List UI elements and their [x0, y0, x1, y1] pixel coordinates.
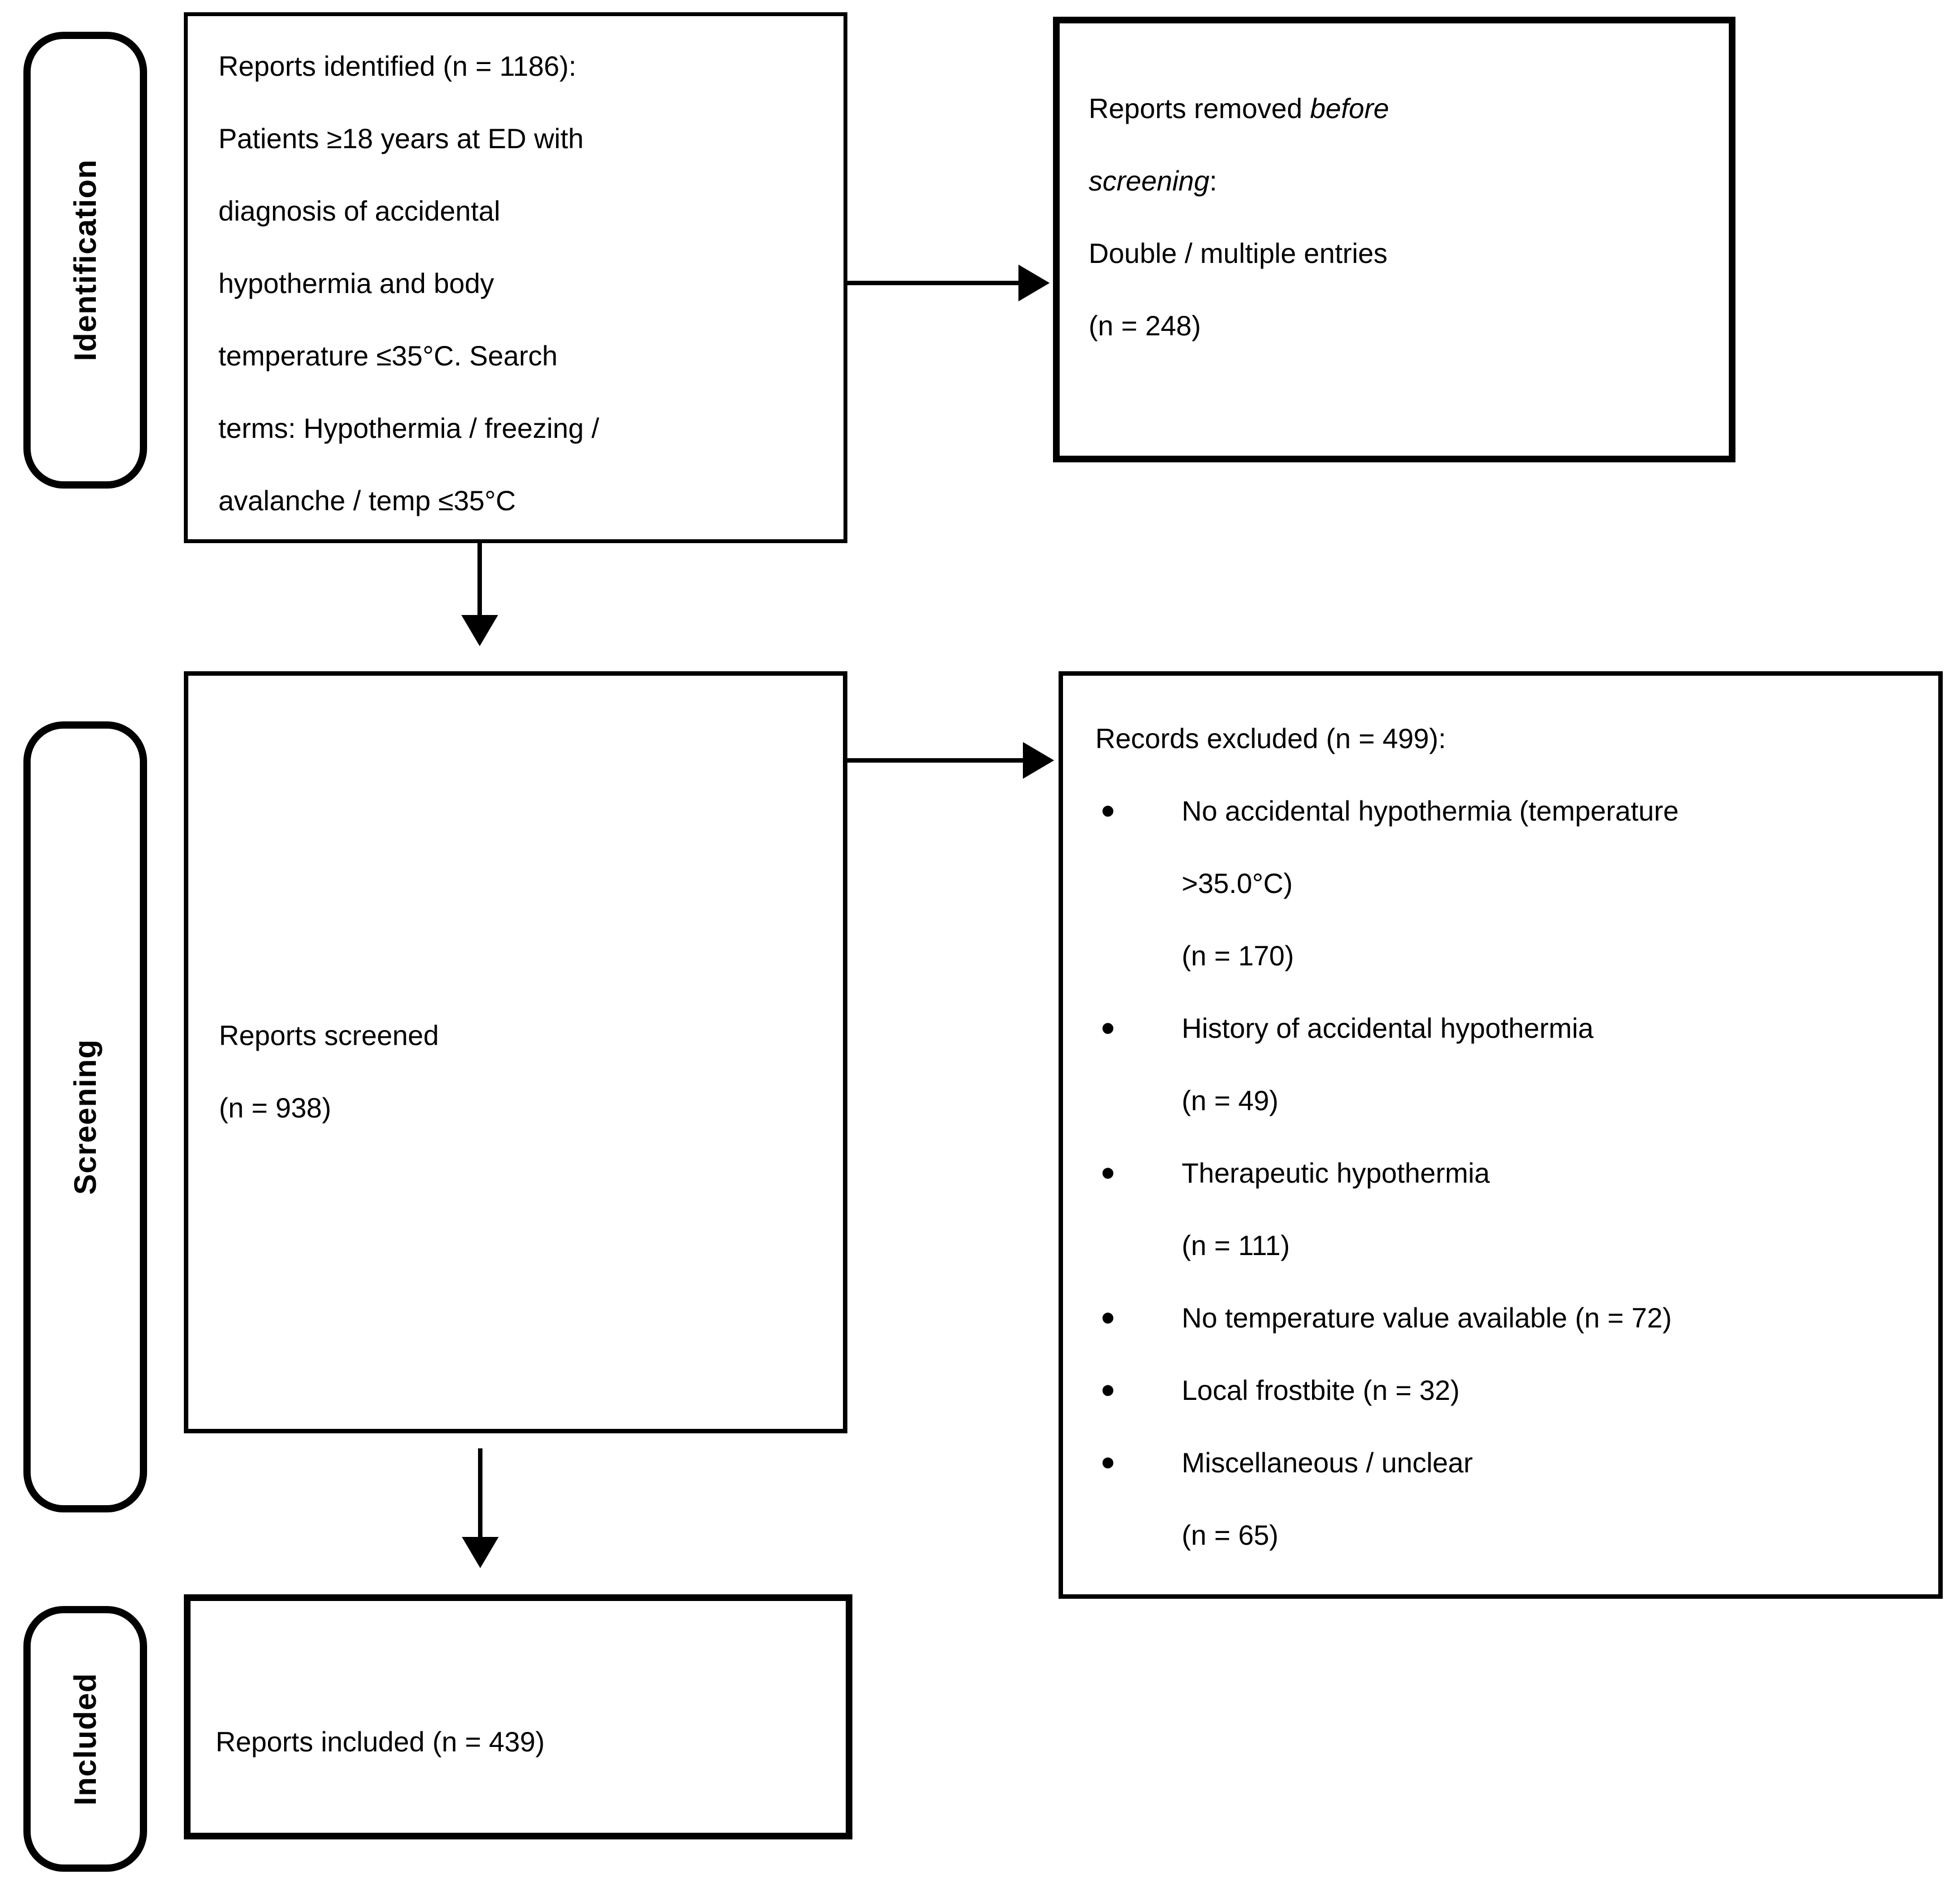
stage-label-identification: Identification [23, 32, 147, 489]
identified-line-3: diagnosis of accidental [218, 196, 500, 227]
excluded-bullet-4-line-1: No temperature value available (n = 72) [1182, 1302, 1672, 1334]
excluded-bullet-1-line-2: >35.0°C) [1182, 868, 1293, 899]
removed-line-4: (n = 248) [1089, 310, 1201, 341]
identified-line-6: terms: Hypothermia / freezing / [218, 413, 599, 444]
bullet-icon: • [1101, 1441, 1115, 1485]
removed-line-3: Double / multiple entries [1089, 238, 1388, 269]
screened-line-1: Reports screened [219, 1020, 439, 1051]
identified-line-7: avalanche / temp ≤35°C [218, 485, 516, 516]
removed-line-1-italic: before [1310, 93, 1389, 124]
identified-line-5: temperature ≤35°C. Search [218, 340, 558, 372]
excluded-bullet-6-line-1: Miscellaneous / unclear [1182, 1447, 1473, 1478]
excluded-bullet-history-of-hypothermia: • History of accidental hypothermia (n =… [1101, 992, 1933, 1137]
box-reports-identified: Reports identified (n = 1186): Patients … [184, 12, 847, 543]
arrow-screened-to-included-shaft [478, 1448, 482, 1539]
excluded-bullet-no-accidental-hypothermia: • No accidental hypothermia (temperature… [1101, 775, 1933, 992]
arrow-identified-to-removed-shaft [847, 281, 1020, 285]
identified-line-1: Reports identified (n = 1186): [218, 51, 577, 82]
removed-line-1-regular: Reports removed [1089, 93, 1310, 124]
box-reports-screened: Reports screened (n = 938) [184, 671, 847, 1433]
bullet-icon: • [1101, 1006, 1115, 1051]
excluded-bullet-1-line-3: (n = 170) [1182, 940, 1294, 972]
screened-line-2: (n = 938) [219, 1092, 331, 1124]
excluded-bullet-3-line-2: (n = 111) [1182, 1230, 1290, 1261]
removed-line-2: screening: [1089, 145, 1723, 217]
removed-line-2-italic: screening [1089, 165, 1210, 197]
box-records-excluded: Records excluded (n = 499): • No acciden… [1059, 671, 1943, 1599]
bullet-icon: • [1101, 789, 1115, 833]
excluded-bullet-1-line-1: No accidental hypothermia (temperature [1182, 795, 1679, 827]
excluded-bullet-local-frostbite: • Local frostbite (n = 32) [1101, 1354, 1933, 1427]
excluded-bullet-6-line-2: (n = 65) [1182, 1520, 1279, 1551]
stage-label-included: Included [23, 1606, 147, 1872]
identified-line-4: hypothermia and body [218, 268, 494, 299]
arrow-screened-to-excluded-head-icon [1023, 742, 1054, 779]
excluded-heading: Records excluded (n = 499): [1095, 723, 1446, 754]
bullet-icon: • [1101, 1296, 1115, 1340]
excluded-bullet-3-line-1: Therapeutic hypothermia [1182, 1158, 1490, 1189]
stage-label-screening-text: Screening [67, 1039, 103, 1195]
arrow-screened-to-included-head-icon [462, 1537, 499, 1568]
bullet-icon: • [1101, 1151, 1115, 1195]
arrow-screened-to-excluded-shaft [847, 758, 1025, 763]
arrow-identified-to-screened-shaft [477, 543, 482, 617]
box-reports-removed: Reports removed before screening: Double… [1053, 17, 1735, 462]
stage-label-identification-text: Identification [67, 159, 103, 362]
excluded-bullet-5-line-1: Local frostbite (n = 32) [1182, 1375, 1460, 1406]
excluded-bullet-2-line-1: History of accidental hypothermia [1182, 1013, 1594, 1044]
included-line-1: Reports included (n = 439) [216, 1726, 545, 1758]
removed-line-2-regular: : [1209, 165, 1217, 197]
removed-line-1: Reports removed before [1089, 72, 1723, 145]
stage-label-screening: Screening [23, 721, 147, 1512]
stage-label-included-text: Included [67, 1672, 103, 1805]
excluded-bullet-2-line-2: (n = 49) [1182, 1085, 1279, 1116]
arrow-identified-to-removed-head-icon [1018, 265, 1050, 301]
excluded-bullet-no-temperature-value: • No temperature value available (n = 72… [1101, 1282, 1933, 1354]
box-reports-included: Reports included (n = 439) [184, 1594, 852, 1839]
excluded-bullet-therapeutic-hypothermia: • Therapeutic hypothermia (n = 111) [1101, 1137, 1933, 1282]
identified-line-2: Patients ≥18 years at ED with [218, 123, 584, 154]
excluded-bullet-miscellaneous: • Miscellaneous / unclear (n = 65) [1101, 1427, 1933, 1571]
bullet-icon: • [1101, 1368, 1115, 1413]
arrow-identified-to-screened-head-icon [461, 615, 498, 646]
